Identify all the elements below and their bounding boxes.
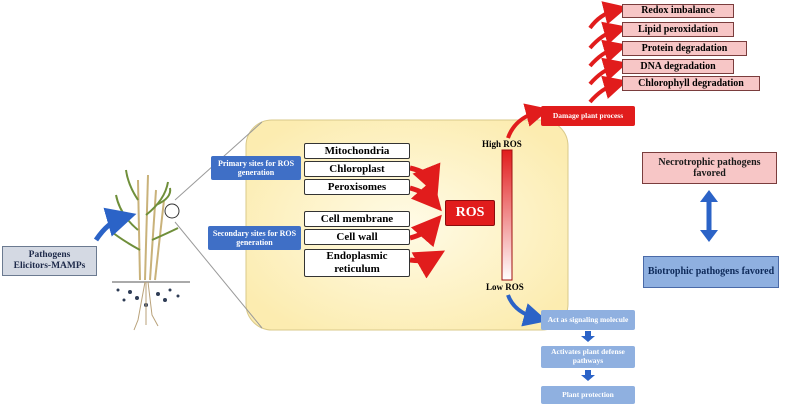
effect-protein-degradation: Protein degradation [622, 41, 747, 56]
site-peroxisomes: Peroxisomes [304, 179, 410, 195]
effect-arrows [588, 1, 628, 104]
signal-arrow [506, 294, 548, 327]
site-arrows [409, 162, 446, 279]
damage-arrow [506, 103, 550, 139]
necrotrophic-box: Necrotrophic pathogens favored [642, 152, 777, 184]
effect-lipid-peroxidation: Lipid peroxidation [622, 22, 734, 37]
site-chloroplast: Chloroplast [304, 161, 410, 177]
signaling-molecule-box: Act as signaling molecule [541, 310, 635, 330]
site-cell-membrane: Cell membrane [304, 211, 410, 227]
double-arrow [700, 190, 718, 242]
ros-gradient-bar [501, 149, 513, 281]
pathogens-box: Pathogens Elicitors-MAMPs [2, 246, 97, 276]
effect-dna-degradation: DNA degradation [622, 59, 734, 74]
site-cell-wall: Cell wall [304, 229, 410, 245]
pathogen-arrow [93, 207, 137, 242]
zoom-circle [164, 203, 180, 219]
biotrophic-box: Biotrophic pathogens favored [643, 256, 779, 288]
high-ros-label: High ROS [482, 139, 522, 149]
ros-box: ROS [445, 200, 495, 226]
site-endoplasmic-reticulum: Endoplasmic reticulum [304, 249, 410, 277]
plant-protection-box: Plant protection [541, 386, 635, 404]
damage-plant-process-box: Damage plant process [541, 106, 635, 126]
zoom-line-bottom [174, 221, 263, 329]
low-ros-label: Low ROS [486, 282, 524, 292]
plant-illustration [111, 169, 190, 331]
defense-pathways-box: Activates plant defense pathways [541, 346, 635, 368]
site-mitochondria: Mitochondria [304, 143, 410, 159]
chain-arrows [581, 331, 595, 381]
primary-sites-label: Primary sites for ROS generation [211, 156, 301, 180]
effect-redox-imbalance: Redox imbalance [622, 4, 734, 18]
secondary-sites-label: Secondary sites for ROS generation [208, 226, 301, 250]
effect-chlorophyll-degradation: Chlorophyll degradation [622, 76, 760, 91]
